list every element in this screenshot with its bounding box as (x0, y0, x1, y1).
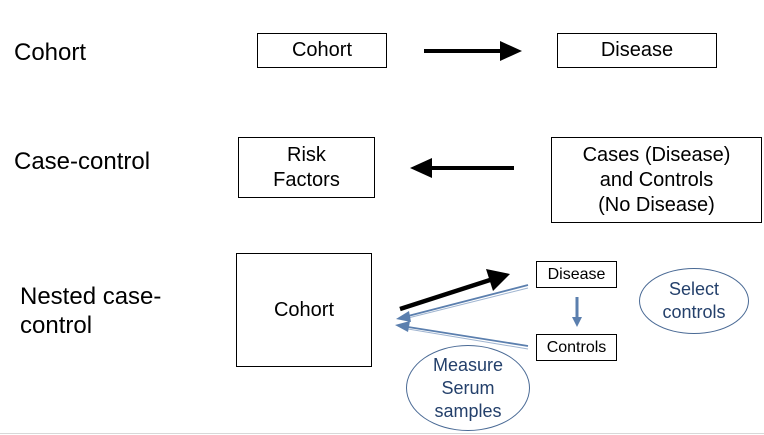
select-controls-line-1: Select (668, 279, 720, 299)
bottom-divider (0, 433, 764, 434)
measure-line-2: Serum (441, 377, 495, 398)
row-label-case-control: Case-control (14, 148, 151, 175)
box-nested-disease: Disease (536, 261, 617, 288)
arrow-cases-to-risk-factors (410, 158, 514, 178)
measure-line-1: Measure (432, 354, 504, 375)
oval-measure-serum-samples: Measure Serum samples (406, 345, 530, 431)
cases-line-2: and Controls (599, 168, 714, 191)
box-risk-factors: Risk Factors (238, 137, 375, 198)
arrow-disease-to-cohort (396, 284, 529, 322)
arrow-controls-to-cohort (395, 321, 529, 350)
row-label-cohort: Cohort (14, 39, 87, 66)
cases-line-1: Cases (Disease) (582, 143, 731, 166)
box-disease: Disease (557, 33, 717, 68)
box-cohort: Cohort (257, 33, 387, 68)
arrow-disease-to-controls (572, 297, 582, 327)
risk-factors-line-2: Factors (273, 168, 340, 191)
arrow-nested-cohort-to-disease (399, 269, 510, 312)
row-label-nested-line-1: Nested case- (20, 283, 162, 310)
row-label-nested-case-control: Nested case- control (20, 282, 161, 340)
select-controls-line-2: controls (662, 302, 726, 322)
box-cases-and-controls: Cases (Disease) and Controls (No Disease… (551, 137, 762, 223)
oval-select-controls: Select controls (639, 268, 749, 334)
box-nested-controls: Controls (536, 334, 617, 361)
measure-line-3: samples (434, 400, 502, 421)
risk-factors-line-1: Risk (287, 143, 326, 166)
arrow-cohort-to-disease (424, 41, 522, 61)
cases-line-3: (No Disease) (598, 193, 715, 216)
row-label-nested-line-2: control (20, 312, 93, 339)
box-nested-cohort: Cohort (236, 253, 372, 367)
